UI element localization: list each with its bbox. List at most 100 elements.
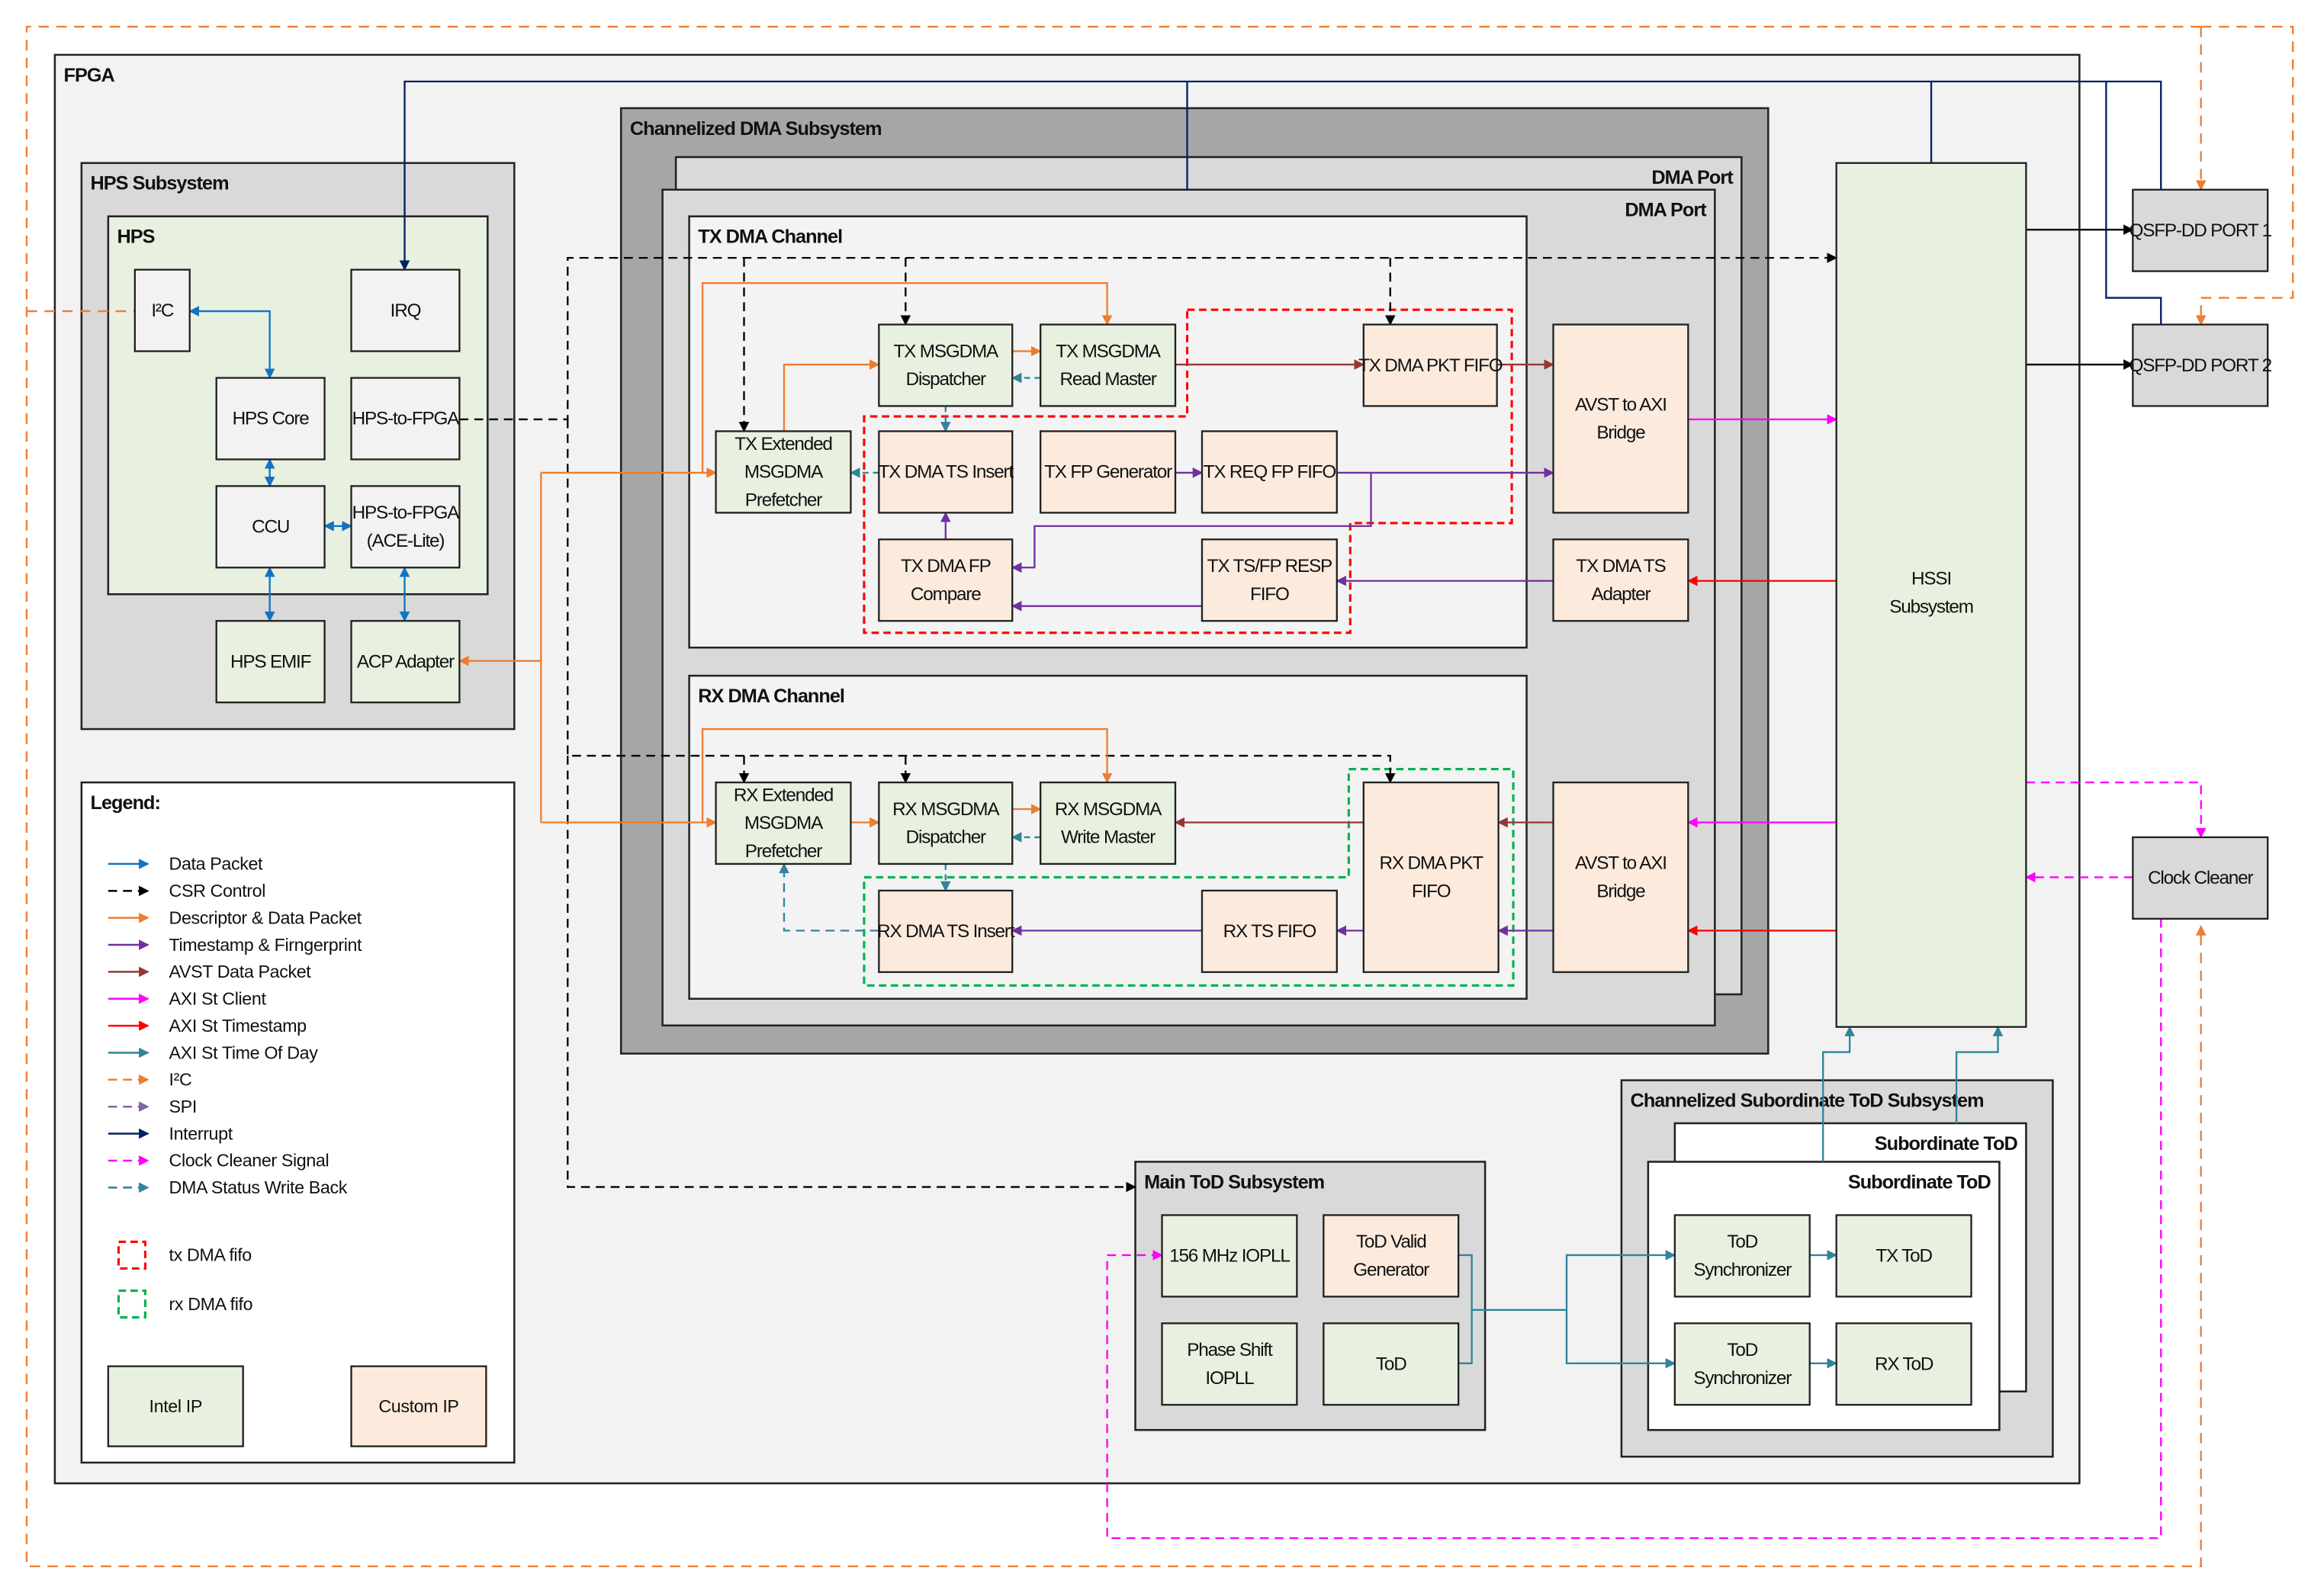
rx-ts-insert-block[interactable]: RX DMA TS Insert [877, 889, 1016, 973]
wire-csr-main [459, 252, 1838, 421]
tx-tod-block[interactable]: TX ToD [1835, 1214, 1972, 1298]
ccu-block[interactable]: CCU [215, 485, 326, 569]
legend-item-label: AVST Data Packet [169, 962, 312, 981]
legend-item-label: DMA Status Write Back [169, 1177, 348, 1197]
legend-item-label: AXI St Time Of Day [169, 1042, 319, 1062]
clock-cleaner-block-label: Clock Cleaner [2148, 868, 2253, 888]
main-tod-subsystem-title: Main ToD Subsystem [1144, 1171, 1324, 1193]
wire-desc-tx-loop [701, 281, 1113, 473]
legend-item-label: Descriptor & Data Packet [169, 907, 362, 927]
hps-core-block[interactable]: HPS Core [215, 377, 326, 461]
legend-item: Interrupt [108, 1123, 233, 1143]
legend-item-label: CSR Control [169, 881, 265, 901]
legend-item-label: Interrupt [169, 1123, 233, 1143]
hps-to-fpga-ace-block[interactable]: HPS-to-FPGA(ACE-Lite) [350, 485, 461, 569]
tx-pkt-fifo-block-label: TX DMA PKT FIFO [1358, 355, 1503, 376]
legend-ip-type-label: Custom IP [378, 1396, 458, 1416]
sub-tod-front-title: Subordinate ToD [1848, 1171, 1991, 1193]
clock-cleaner-block[interactable]: Clock Cleaner [2132, 836, 2269, 920]
hps-to-fpga-block[interactable]: HPS-to-FPGA [350, 377, 461, 461]
i2c-block-label: I²C [151, 300, 173, 321]
legend-region-swatch [117, 1289, 146, 1319]
wire-tod-hssi-a [1822, 1026, 1855, 1162]
acp-adapter-block[interactable]: ACP Adapter [350, 620, 461, 704]
i2c-block[interactable]: I²C [133, 268, 191, 352]
wire-csr-rx [567, 419, 1396, 784]
qsfp-port1-block-label: QSFP-DD PORT 1 [2129, 220, 2271, 241]
legend-panel: Legend: [80, 781, 516, 1464]
legend-item-label: Timestamp & Firngerprint [169, 935, 363, 955]
legend-item: I²C [108, 1070, 192, 1090]
tx-dma-channel-title: TX DMA Channel [698, 226, 842, 248]
wire-interrupt-qsfp2 [2105, 81, 2162, 325]
wire-i2c-qsfp1 [2195, 25, 2294, 326]
legend-item-label: Clock Cleaner Signal [169, 1151, 329, 1171]
legend-item: AVST Data Packet [108, 962, 312, 981]
legend-item-label: Data Packet [169, 854, 264, 874]
wire-cc-hssi-to-cleaner [2026, 781, 2207, 839]
legend-region-item: rx DMA fifo [117, 1289, 253, 1319]
legend-item: CSR Control [108, 881, 265, 901]
tx-fp-generator-block[interactable]: TX FP Generator [1039, 430, 1177, 514]
rx-ts-fifo-block[interactable]: RX TS FIFO [1201, 889, 1338, 973]
legend-item: Timestamp & Firngerprint [108, 935, 362, 955]
tx-ts-insert-block[interactable]: TX DMA TS Insert [878, 430, 1015, 514]
rx-tod-block-label: RX ToD [1875, 1354, 1933, 1375]
legend-item-label: I²C [169, 1070, 192, 1090]
rx-ts-fifo-block-label: RX TS FIFO [1223, 921, 1316, 942]
irq-block[interactable]: IRQ [350, 268, 461, 352]
rx-ts-insert-block-label: RX DMA TS Insert [877, 921, 1015, 942]
tx-fp-generator-block-label: TX FP Generator [1044, 462, 1172, 483]
tod-block-label: ToD [1376, 1354, 1406, 1375]
qsfp-port2-block[interactable]: QSFP-DD PORT 2 [2129, 323, 2273, 407]
legend-item: Data Packet [108, 854, 263, 874]
tx-tod-block-label: TX ToD [1876, 1246, 1932, 1267]
legend-region-label: rx DMA fifo [169, 1294, 253, 1314]
acp-adapter-block-label: ACP Adapter [357, 651, 455, 672]
dma-port-front-title: DMA Port [1625, 200, 1707, 221]
tod-block[interactable]: ToD [1323, 1322, 1460, 1406]
rx-tod-block[interactable]: RX ToD [1835, 1322, 1972, 1406]
hps-emif-block[interactable]: HPS EMIF [215, 620, 326, 704]
wire-desc-tx-pf-disp [783, 359, 880, 432]
wire-interrupt-qsfp1 [1931, 80, 2162, 190]
tx-pkt-fifo-block[interactable]: TX DMA PKT FIFO [1358, 323, 1503, 407]
iopll-156-block[interactable]: 156 MHz IOPLL [1161, 1214, 1298, 1298]
wire-csr-main-tod [567, 756, 1136, 1193]
legend-item-label: SPI [169, 1097, 197, 1116]
fpga-container-title: FPGA [64, 65, 115, 86]
qsfp-port1-block[interactable]: QSFP-DD PORT 1 [2129, 188, 2273, 272]
hps-to-fpga-ace-block-label: HPS-to-FPGA(ACE-Lite) [352, 503, 461, 551]
legend-region-swatch [117, 1240, 146, 1270]
tx-req-fp-fifo-block[interactable]: TX REQ FP FIFO [1201, 430, 1338, 514]
hps-subsystem-title: HPS Subsystem [91, 173, 229, 194]
legend-item: AXI St Client [108, 989, 267, 1009]
